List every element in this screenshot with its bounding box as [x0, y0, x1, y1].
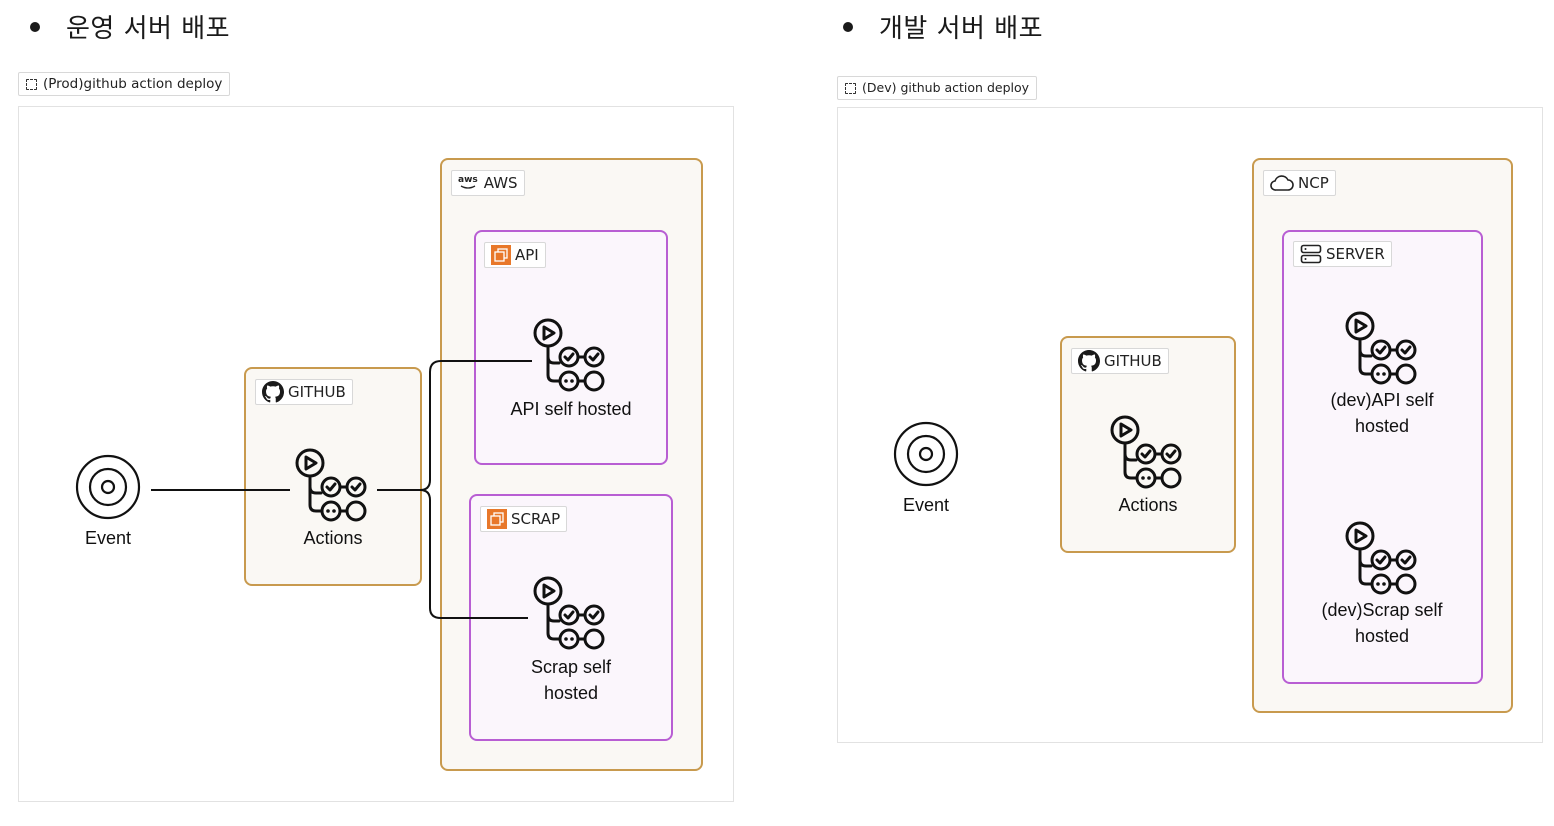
dev-heading: 개발 서버 배포: [843, 8, 1043, 45]
aws-logo-icon: aws: [458, 176, 478, 190]
dev-scrap-node-label-line1: (dev)Scrap self: [1321, 600, 1443, 620]
github-tag-text: GITHUB: [288, 383, 346, 401]
event-icon[interactable]: [75, 454, 141, 520]
dev-frame-label-text: (Dev) github action deploy: [862, 80, 1030, 95]
github-tag: GITHUB: [255, 379, 353, 405]
frame-icon: [26, 78, 37, 90]
dev-scrap-node-label: (dev)Scrap self hosted: [1302, 597, 1462, 649]
aws-tag: aws AWS: [451, 170, 525, 196]
actions-icon[interactable]: [294, 447, 374, 527]
frame-icon: [845, 82, 856, 94]
prod-heading-text: 운영 서버 배포: [66, 14, 231, 44]
github-icon: [262, 381, 284, 403]
prod-heading: 운영 서버 배포: [30, 8, 230, 45]
actions-to-scrap-line: [419, 489, 528, 619]
dev-event-label: Event: [902, 495, 950, 515]
bullet-dot-icon: [30, 21, 40, 32]
dev-api-node-label: (dev)API self hosted: [1302, 387, 1462, 439]
scrap-tag: SCRAP: [480, 506, 568, 532]
api-tag: API: [484, 242, 546, 268]
scrap-tag-text: SCRAP: [511, 510, 561, 528]
server-icon: [1300, 244, 1322, 264]
dev-api-node-label-line1: (dev)API self: [1330, 390, 1434, 410]
dev-github-tag-text: GITHUB: [1104, 352, 1162, 370]
api-node-label: API self hosted: [510, 399, 632, 419]
actions-icon[interactable]: [532, 317, 612, 397]
scrap-node-label-line1: Scrap self: [530, 657, 612, 677]
actions-icon[interactable]: [1344, 310, 1424, 390]
github-icon: [1078, 350, 1100, 372]
ncp-tag: NCP: [1263, 170, 1336, 196]
prod-frame-label[interactable]: (Prod)github action deploy: [18, 72, 231, 96]
ncp-tag-text: NCP: [1298, 174, 1329, 192]
actions-icon[interactable]: [532, 575, 612, 655]
scrap-node-label: Scrap self hosted: [491, 654, 651, 706]
scrap-node-label-line2: hosted: [543, 683, 599, 703]
actions-label: Actions: [303, 528, 363, 548]
prod-frame-label-text: (Prod)github action deploy: [43, 76, 223, 92]
dev-api-node-label-line2: hosted: [1354, 416, 1410, 436]
cloud-icon: [1270, 175, 1294, 191]
bullet-dot-icon: [843, 21, 853, 32]
server-tag: SERVER: [1293, 241, 1392, 267]
ec2-icon: [487, 509, 507, 529]
event-icon[interactable]: [893, 421, 959, 487]
dev-heading-text: 개발 서버 배포: [879, 14, 1044, 44]
actions-to-api-line: [377, 360, 532, 491]
aws-tag-text: AWS: [483, 174, 518, 192]
dev-github-tag: GITHUB: [1071, 348, 1169, 374]
server-tag-text: SERVER: [1326, 245, 1385, 263]
actions-icon[interactable]: [1344, 520, 1424, 600]
dev-scrap-node-label-line2: hosted: [1354, 626, 1410, 646]
event-label: Event: [84, 528, 132, 548]
ec2-icon: [491, 245, 511, 265]
aws-logo-text: aws: [458, 175, 478, 185]
dev-actions-label: Actions: [1118, 495, 1178, 515]
actions-icon[interactable]: [1109, 414, 1189, 494]
api-tag-text: API: [515, 246, 539, 264]
server-group[interactable]: [1282, 230, 1483, 684]
dev-frame-label[interactable]: (Dev) github action deploy: [837, 76, 1038, 100]
